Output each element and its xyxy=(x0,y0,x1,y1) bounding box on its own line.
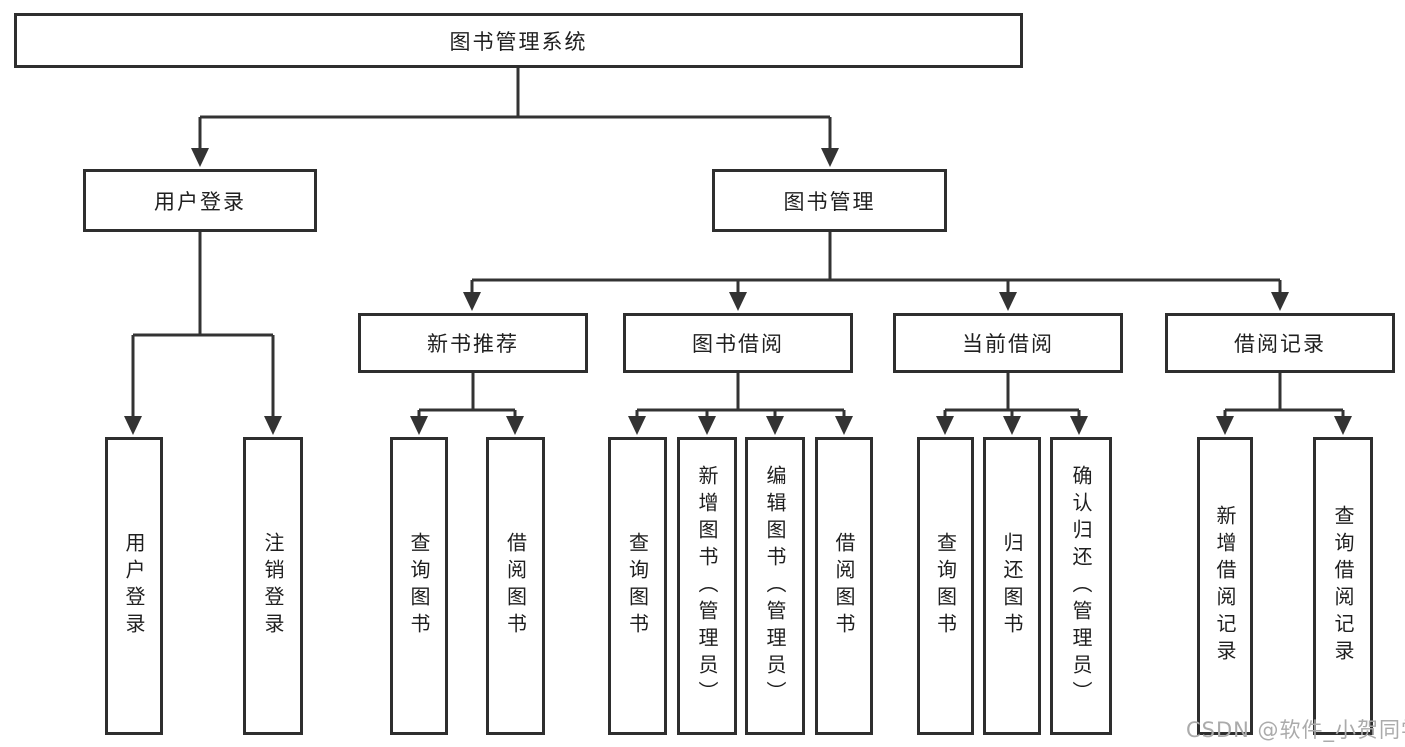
node-label: 新增图书（管理员） xyxy=(695,464,719,708)
node-label: 编辑图书（管理员） xyxy=(763,464,787,708)
node-label: 确认归还（管理员） xyxy=(1069,464,1093,708)
node-label: 图书管理 xyxy=(783,189,876,214)
node-user-login-branch: 用户登录 xyxy=(83,169,317,232)
node-leaf-query-book-1: 查询图书 xyxy=(390,437,448,735)
node-label: 归还图书 xyxy=(1000,532,1024,640)
node-leaf-confirm-return-admin: 确认归还（管理员） xyxy=(1050,437,1112,735)
node-leaf-edit-book-admin: 编辑图书（管理员） xyxy=(745,437,805,735)
node-label: 查询图书 xyxy=(933,532,958,640)
node-leaf-borrow-book-2: 借阅图书 xyxy=(815,437,873,735)
node-label: 新书推荐 xyxy=(427,332,519,356)
node-leaf-user-login: 用户登录 xyxy=(105,437,163,735)
node-label: 新增借阅记录 xyxy=(1213,505,1237,667)
node-label: 查询图书 xyxy=(407,532,431,640)
node-label: 查询图书 xyxy=(625,532,650,640)
node-label: 图书管理系统 xyxy=(449,29,588,54)
node-book-borrowing: 图书借阅 xyxy=(623,313,853,373)
node-leaf-return-book: 归还图书 xyxy=(983,437,1041,735)
node-leaf-query-book-2: 查询图书 xyxy=(608,437,667,735)
node-label: 借阅图书 xyxy=(503,532,528,640)
node-leaf-add-book-admin: 新增图书（管理员） xyxy=(677,437,737,735)
node-borrowing-records: 借阅记录 xyxy=(1165,313,1395,373)
node-label: 注销登录 xyxy=(261,532,285,640)
node-leaf-add-borrow-record: 新增借阅记录 xyxy=(1197,437,1253,735)
arrowheads xyxy=(124,148,1352,435)
node-current-borrowing: 当前借阅 xyxy=(893,313,1123,373)
node-label: 用户登录 xyxy=(122,532,146,640)
node-library-management-system: 图书管理系统 xyxy=(14,13,1023,68)
node-new-book-recommend: 新书推荐 xyxy=(358,313,588,373)
node-label: 当前借阅 xyxy=(962,332,1054,356)
node-leaf-query-book-3: 查询图书 xyxy=(917,437,974,735)
node-label: 借阅记录 xyxy=(1234,332,1326,356)
node-label: 用户登录 xyxy=(154,189,246,214)
node-label: 图书借阅 xyxy=(692,332,784,356)
node-book-management: 图书管理 xyxy=(712,169,947,232)
node-leaf-borrow-book-1: 借阅图书 xyxy=(486,437,545,735)
node-leaf-logout: 注销登录 xyxy=(243,437,303,735)
node-label: 查询借阅记录 xyxy=(1331,505,1355,667)
node-label: 借阅图书 xyxy=(832,532,856,640)
csdn-watermark: CSDN @软件_小贺同学 xyxy=(1186,718,1405,742)
node-leaf-query-borrow-record: 查询借阅记录 xyxy=(1313,437,1373,735)
